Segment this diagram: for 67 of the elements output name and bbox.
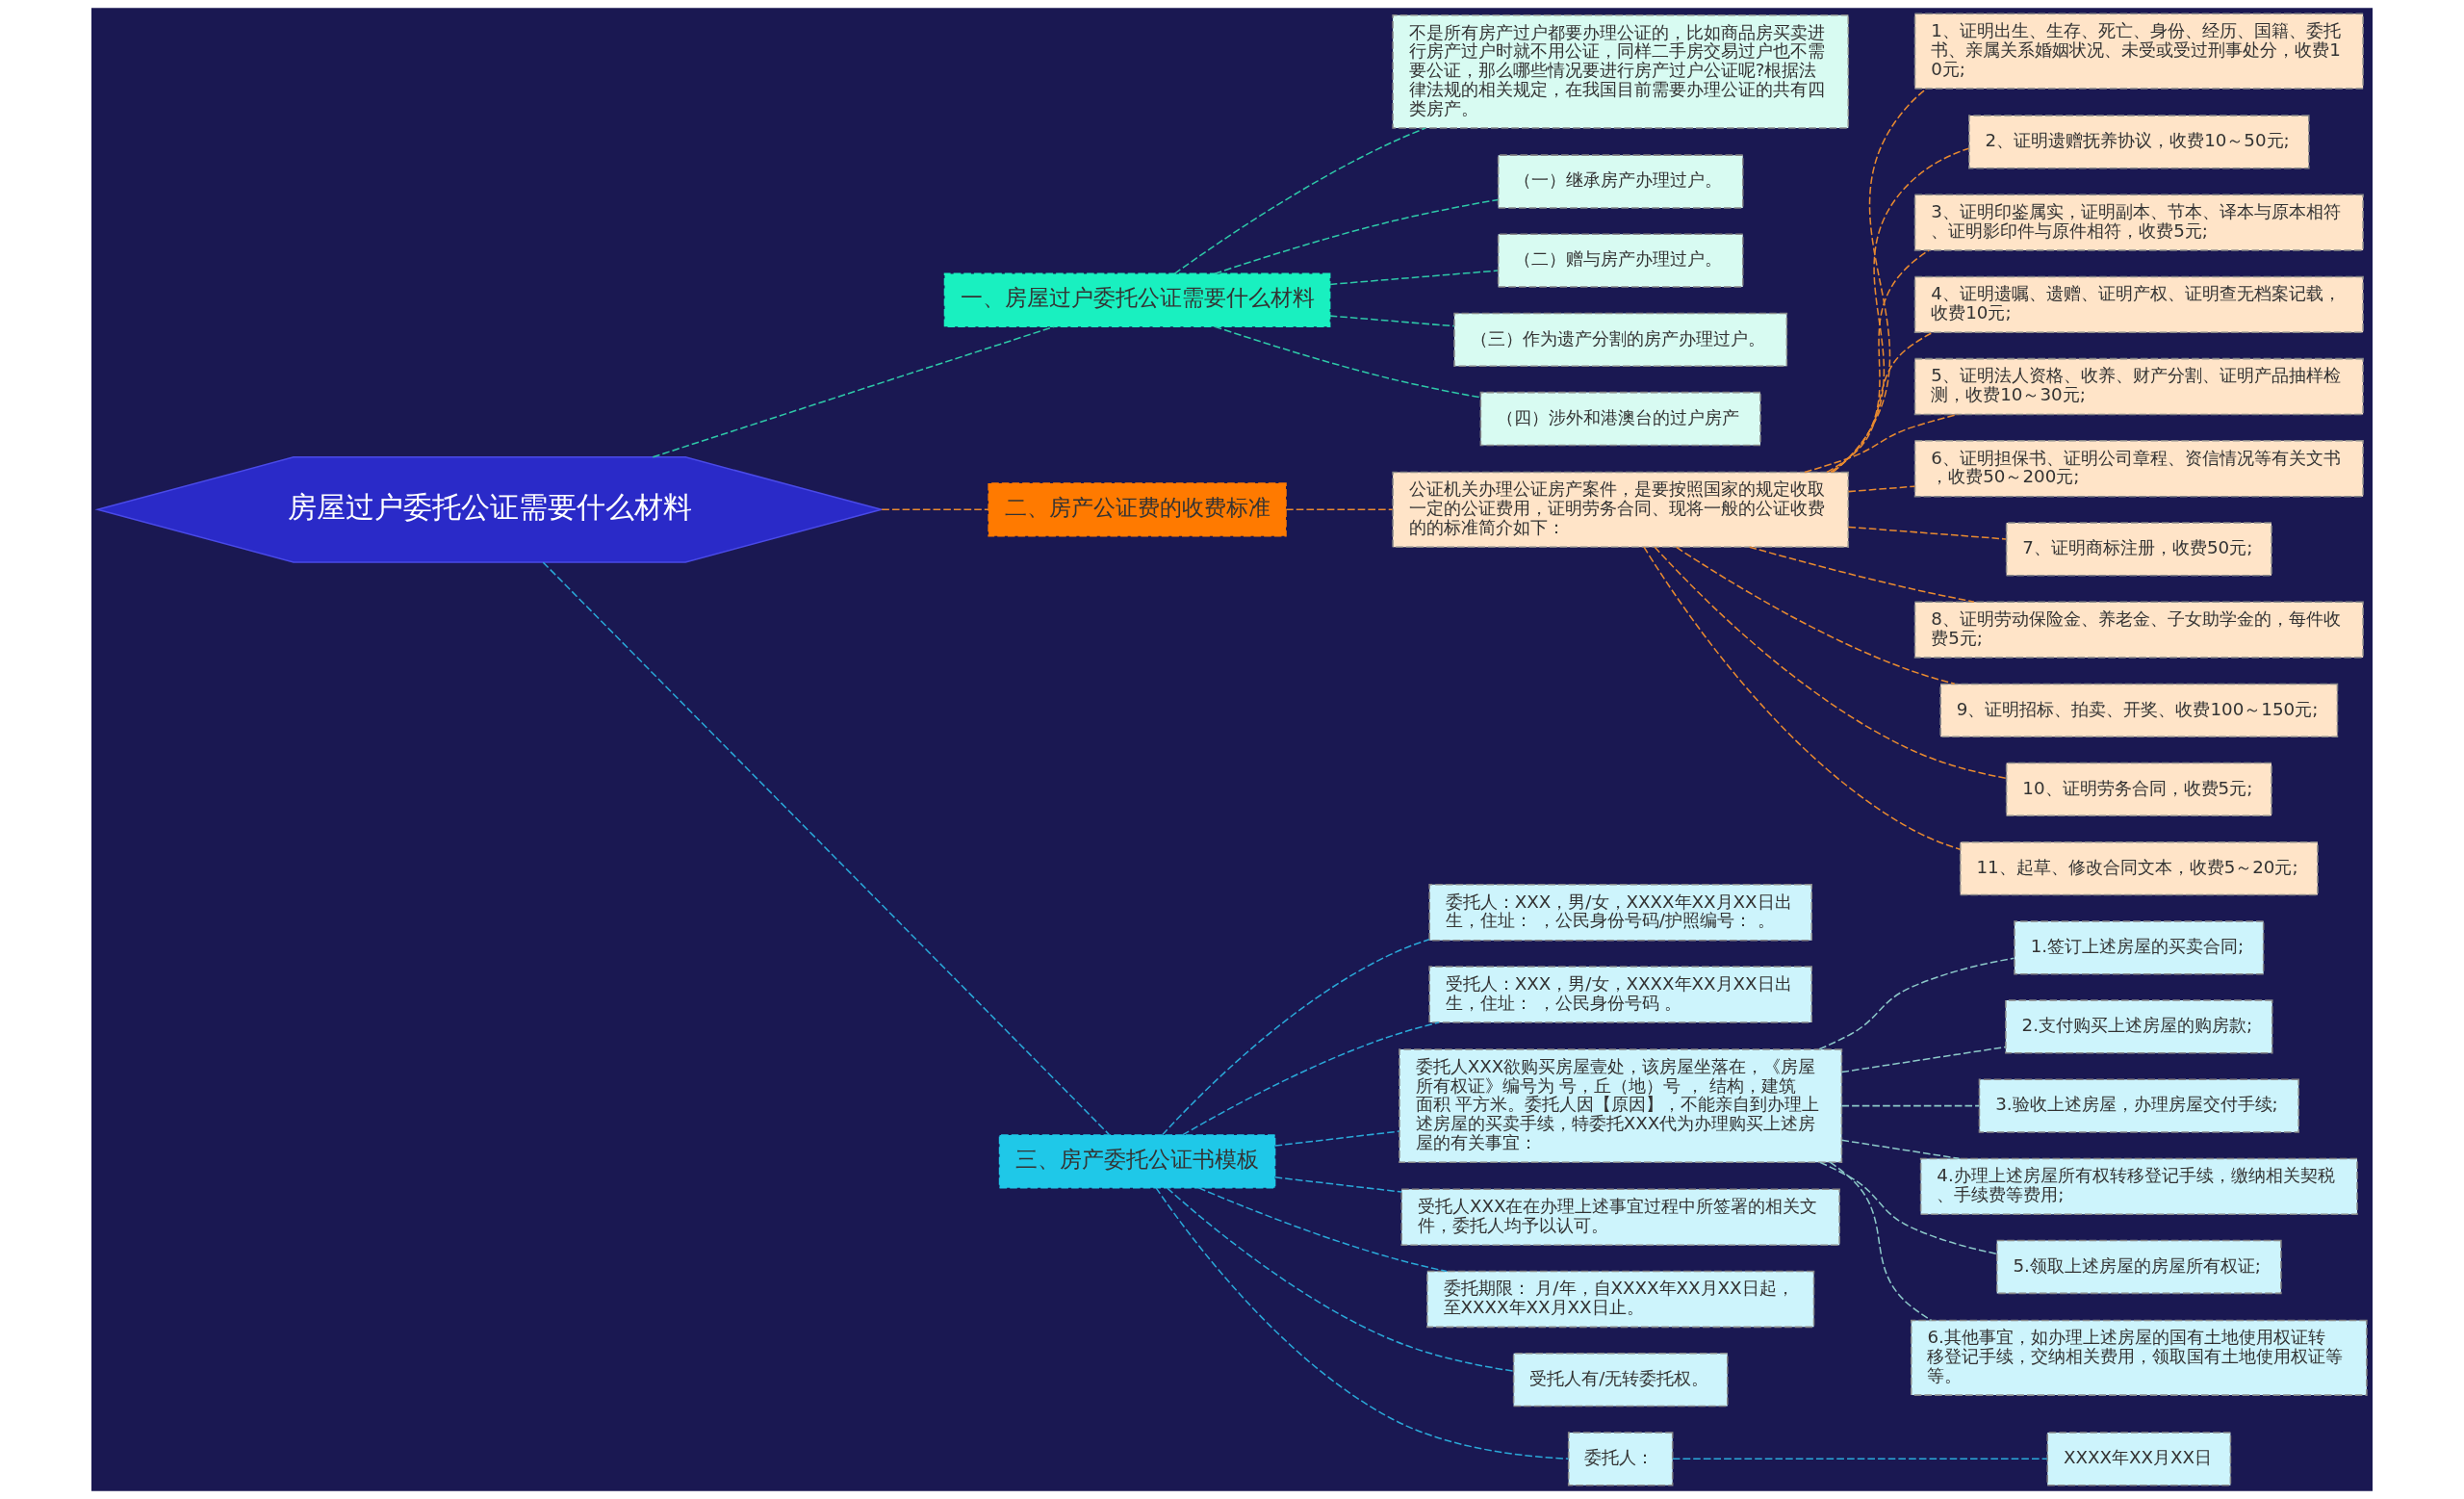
node-box: （四）涉外和港澳台的过户房产 bbox=[1479, 391, 1761, 447]
connector bbox=[1830, 249, 1930, 474]
node-box: 7、证明商标注册，收费50元; bbox=[2005, 522, 2272, 577]
node-box: 5.领取上述房屋的房屋所有权证; bbox=[1995, 1239, 2282, 1295]
connector bbox=[1155, 1187, 1569, 1460]
connector bbox=[1819, 1161, 1998, 1254]
node-box: （二）赠与房产办理过户。 bbox=[1497, 233, 1744, 288]
node-box: 受托人有/无转委托权。 bbox=[1512, 1353, 1729, 1408]
connector bbox=[1181, 1021, 1440, 1136]
node-box: 2、证明遗赠抚养协议，收费10～50元; bbox=[1968, 115, 2310, 169]
connector bbox=[1643, 546, 1962, 850]
node-box: XXXX年XX月XX日 bbox=[2046, 1432, 2232, 1486]
connector bbox=[1329, 270, 1499, 286]
connector bbox=[1818, 957, 2015, 1050]
connector bbox=[652, 325, 1056, 458]
node-box: 委托人：XXX，男/女，XXXX年XX月XX日出生，住址： ，公民身份号码/护照编号： 。 bbox=[1428, 884, 1812, 942]
node-box: 8、证明劳动保险金、养老金、子女助学金的，每件收费5元; bbox=[1913, 601, 2364, 659]
connector bbox=[1831, 147, 1970, 474]
connector bbox=[1654, 546, 2007, 780]
node-box: 3、证明印鉴属实，证明副本、节本、译本与原本相符、证明影印件与原件相符，收费5元; bbox=[1913, 194, 2364, 251]
connector bbox=[1274, 1130, 1400, 1147]
connector bbox=[1832, 88, 1928, 473]
connector bbox=[1826, 331, 1934, 474]
connector bbox=[1329, 315, 1455, 327]
node-box: 1、证明出生、生存、死亡、身份、经历、国籍、委托书、亲属关系婚姻状况、未受或受过刑事处分，收费10元; bbox=[1913, 13, 2364, 90]
node-box: 二、房产公证费的收费标准 bbox=[988, 482, 1287, 537]
connector bbox=[1167, 1187, 1515, 1372]
connector bbox=[1847, 485, 1916, 493]
node-box: 10、证明劳务合同，收费5元; bbox=[2005, 762, 2272, 817]
node-box: （一）继承房产办理过户。 bbox=[1497, 154, 1744, 209]
connector bbox=[1285, 508, 1394, 511]
node-box: 委托期限： 月/年，自XXXX年XX月XX日起，至XXXX年XX月XX日止。 bbox=[1426, 1270, 1815, 1329]
connector bbox=[1274, 1176, 1402, 1193]
node-box: 2.支付购买上述房屋的购房款; bbox=[2005, 999, 2273, 1054]
node-box: 三、房产委托公证书模板 bbox=[998, 1134, 1276, 1189]
node-box: 9、证明招标、拍卖、开奖、收费100～150元; bbox=[1939, 683, 2339, 737]
node-box: 委托人： bbox=[1567, 1432, 1674, 1486]
node-box: 委托人XXX欲购买房屋壹处，该房屋坐落在，《房屋所有权证》编号为 号，丘（地）号 ， 结构，建筑面积 平方米。委托人因【原因】，不能亲自到办理上述房屋的买卖手续，特委托XXX代为办理购买上述房屋的有关事宜： bbox=[1399, 1048, 1843, 1163]
connector bbox=[1840, 1139, 1961, 1160]
node-box: 4.办理上述房屋所有权转移登记手续，缴纳相关契税、手续费等费用; bbox=[1919, 1157, 2358, 1215]
connector bbox=[1840, 1046, 2007, 1073]
node-box: 4、证明遗嘱、遗赠、证明产权、证明查无档案记载，收费10元; bbox=[1913, 275, 2364, 333]
connector bbox=[1676, 546, 1956, 685]
node-box: 一、房屋过户委托公证需要什么材料 bbox=[943, 272, 1331, 327]
node-box: 5、证明法人资格、收养、财产分割、证明产品抽样检测，收费10～30元; bbox=[1913, 357, 2364, 416]
node-box: 3.验收上述房屋，办理房屋交付手续; bbox=[1978, 1078, 2299, 1133]
connector bbox=[1748, 546, 1975, 603]
node-box: 6.其他事宜，如办理上述房屋的国有土地使用权证转移登记手续，交纳相关费用，领取国有土地使用权证等等。 bbox=[1910, 1319, 2368, 1396]
connector bbox=[1847, 526, 2007, 540]
connector bbox=[1161, 939, 1430, 1136]
connector bbox=[1214, 325, 1481, 399]
connector bbox=[1829, 1161, 1933, 1322]
node-box: 11、起草、修改合同文本，收费5～20元; bbox=[1959, 841, 2319, 896]
node-box: 公证机关办理公证房产案件，是要按照国家的规定收取一定的公证费用，证明劳务合同、现将一般的公证收费的的标准简介如下： bbox=[1392, 471, 1850, 548]
connector bbox=[1173, 127, 1426, 275]
node-box: 受托人：XXX，男/女，XXXX年XX月XX日出生，住址： ，公民身份号码 。 bbox=[1428, 966, 1812, 1023]
node-box: 1.签订上述房屋的买卖合同; bbox=[2014, 920, 2265, 975]
node-box: 6、证明担保书、证明公司章程、资信情况等有关文书，收费50～200元; bbox=[1913, 440, 2364, 498]
connector bbox=[1197, 1187, 1448, 1273]
connector bbox=[1214, 198, 1500, 274]
connector bbox=[1840, 1104, 1980, 1107]
connector bbox=[542, 561, 1111, 1136]
connector bbox=[881, 508, 989, 511]
node-box: 受托人XXX在在办理上述事宜过程中所签署的相关文件，委托人均予以认可。 bbox=[1400, 1188, 1840, 1246]
node-box: （三）作为遗产分割的房产办理过户。 bbox=[1453, 312, 1788, 367]
node-box: 不是所有房产过户都要办理公证的，比如商品房买卖进行房产过户时就不用公证，同样二手房交易过户也不需要公证，那么哪些情况要进行房产过户公证呢?根据法律法规的相关规定，在我国目前需要办理公证的共有四类房产。 bbox=[1392, 14, 1850, 129]
connector bbox=[1672, 1458, 2048, 1460]
